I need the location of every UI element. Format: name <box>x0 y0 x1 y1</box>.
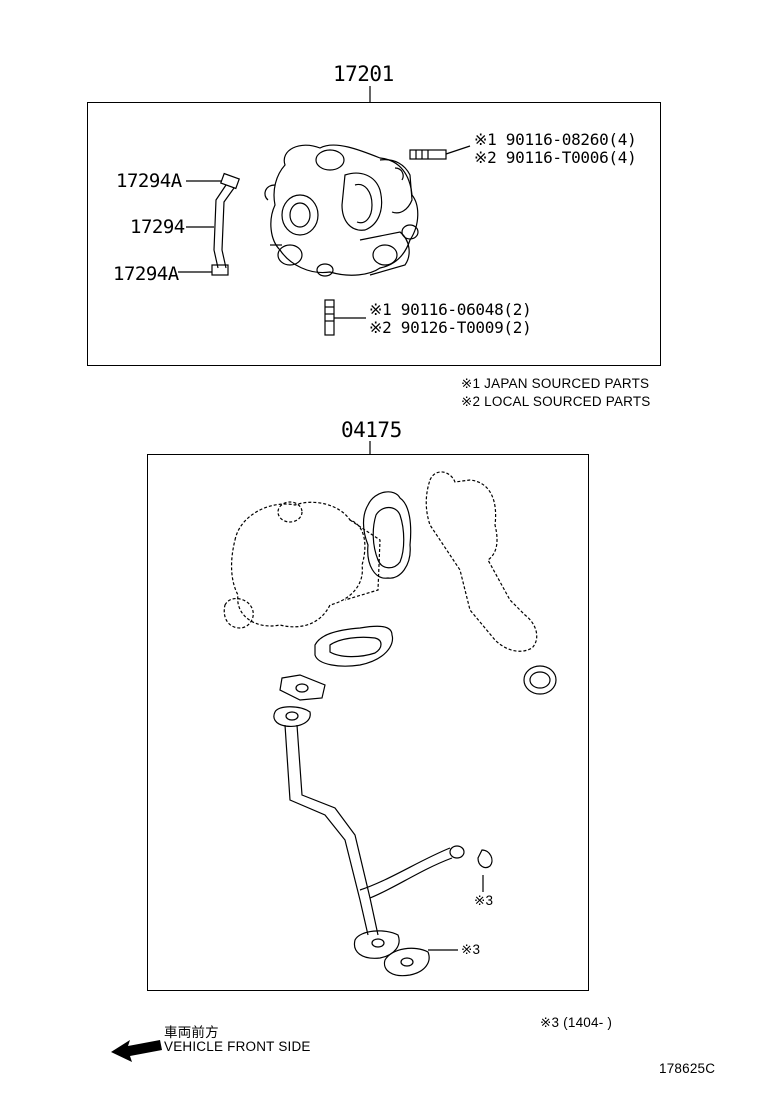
assembly-part-number: 17201 <box>333 62 394 86</box>
hose-clamp-lower-label: 17294A <box>113 263 179 285</box>
turbo-outline-drawing <box>223 501 381 629</box>
hose-clamp-upper-label: 17294A <box>116 170 182 192</box>
kit-part-number: 04175 <box>341 418 402 442</box>
stud-top-drawing <box>409 145 471 160</box>
left-arrow-icon <box>111 1040 162 1062</box>
assembly-frame <box>87 102 661 366</box>
stud-bottom-part-1: ※1 90116-06048(2) <box>369 300 532 319</box>
note-japan-sourced: ※1 JAPAN SOURCED PARTS <box>461 376 650 391</box>
exhaust-pipe-drawing <box>425 471 538 652</box>
vehicle-front-en: VEHICLE FRONT SIDE <box>164 1039 311 1054</box>
illustration-id: 178625C <box>659 1061 716 1076</box>
hose-label: 17294 <box>130 216 185 238</box>
stud-top-part-1: ※1 90116-08260(4) <box>474 130 637 149</box>
gasket-kit-frame <box>147 454 589 991</box>
turbocharger-drawing <box>264 144 419 277</box>
mark-3-label-b: ※3 <box>461 942 481 957</box>
stud-bottom-part-2: ※2 90126-T0009(2) <box>369 318 532 337</box>
date-note: ※3 (1404- ) <box>540 1015 613 1030</box>
mark-3-label-a: ※3 <box>474 893 494 908</box>
hose-drawing <box>178 172 240 276</box>
gasket-drawing <box>273 491 557 977</box>
note-local-sourced: ※2 LOCAL SOURCED PARTS <box>461 394 651 409</box>
stud-bottom-drawing <box>324 299 366 336</box>
vehicle-front-jp: 車両前方 <box>164 1025 219 1040</box>
stud-top-part-2: ※2 90116-T0006(4) <box>474 148 637 167</box>
oil-pipe-drawing <box>284 724 493 936</box>
